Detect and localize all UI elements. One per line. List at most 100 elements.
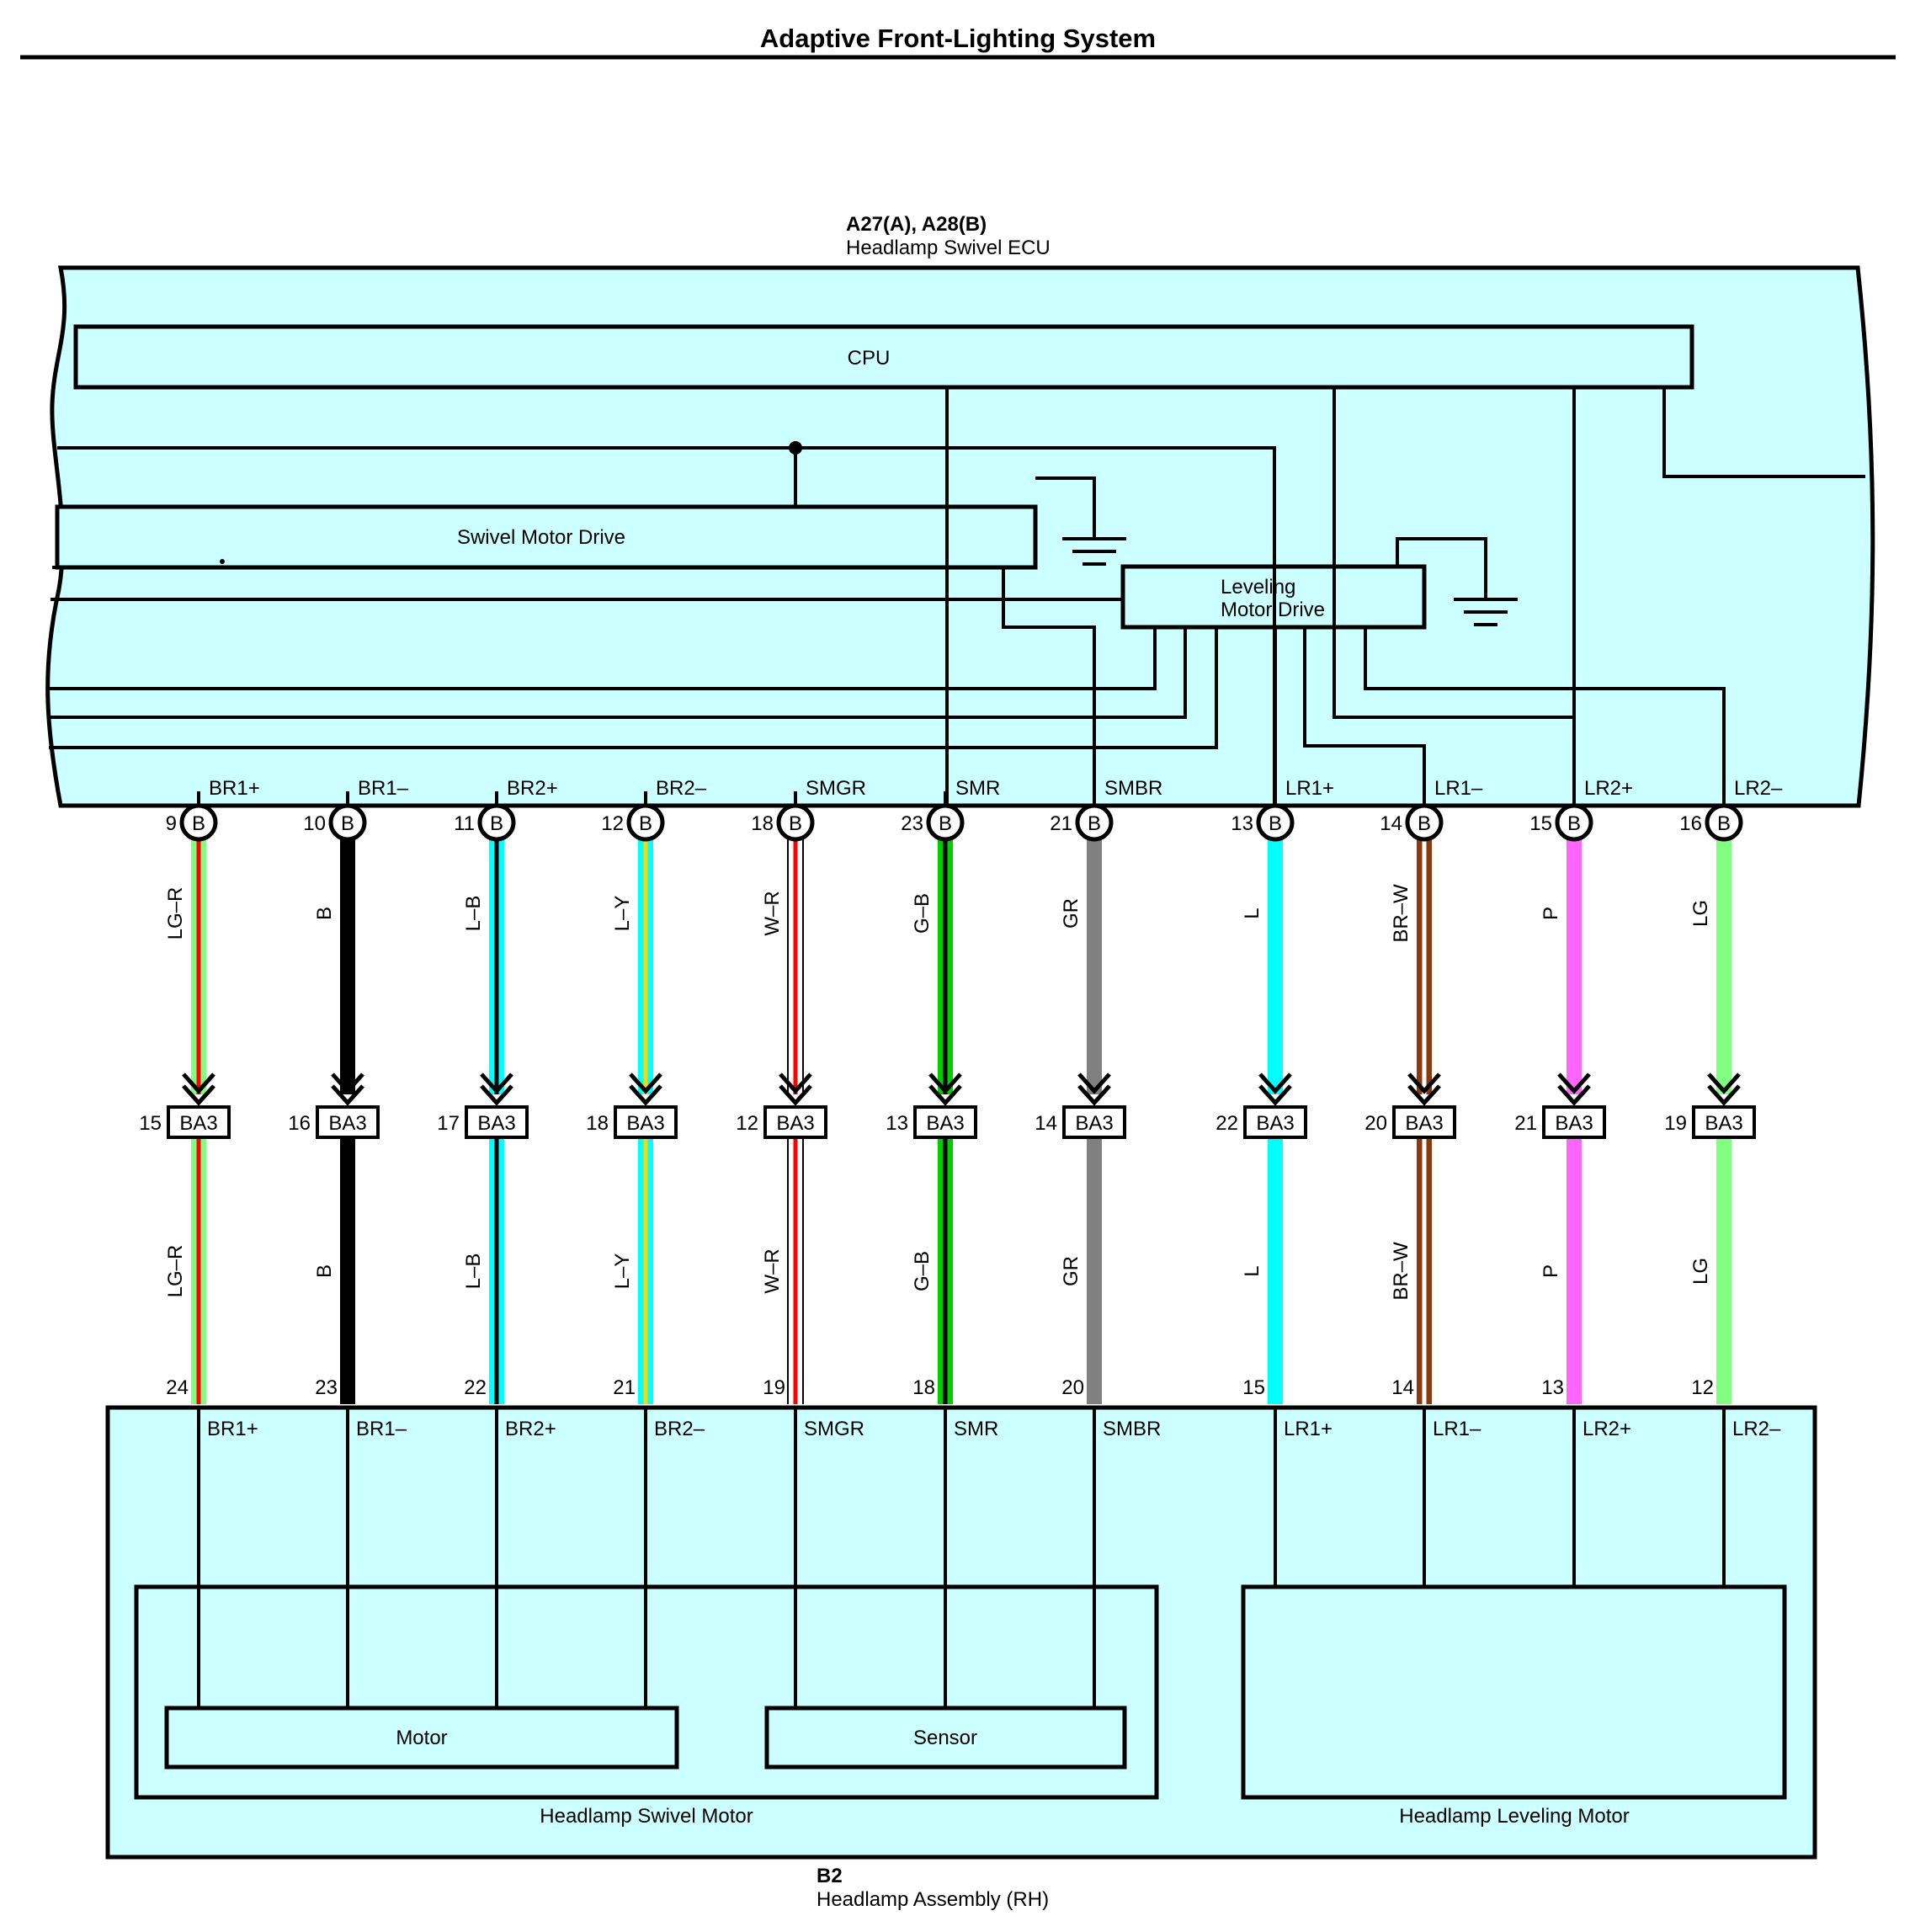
chevron-a-4 — [779, 1072, 812, 1094]
ecu-signal-3: BR2– — [656, 777, 707, 800]
ba3-label-2: BA3 — [477, 1112, 515, 1135]
ba3-pin-7: 22 — [1215, 1112, 1238, 1135]
chevron-a-2 — [480, 1072, 513, 1094]
ecu-terminal-letter-8: B — [1418, 812, 1431, 835]
chevron-a-1 — [331, 1072, 364, 1094]
chevron-b-3 — [629, 1084, 662, 1106]
chevron-a-8 — [1407, 1072, 1441, 1094]
ba3-pin-0: 15 — [139, 1112, 162, 1135]
wire-color-code-1-1: B — [313, 1264, 336, 1278]
ecu-signal-7: LR1+ — [1285, 777, 1334, 800]
chevron-a-3 — [629, 1072, 662, 1094]
wire-column-2 — [465, 791, 529, 1708]
ba3-label-0: BA3 — [179, 1112, 217, 1135]
ecu-terminal-10 — [1705, 803, 1743, 842]
ecu-terminal-7 — [1256, 803, 1295, 842]
chevron-b-1 — [331, 1084, 364, 1106]
chevron-b-0 — [182, 1084, 215, 1106]
wire-color-code-1-0: B — [313, 907, 336, 920]
wire-color-code-5-0: G–B — [911, 893, 934, 934]
ecu-pin-9: 15 — [1529, 812, 1552, 835]
b2-pin-1: 23 — [315, 1376, 338, 1399]
ecu-pin-0: 9 — [166, 812, 177, 835]
ba3-label-9: BA3 — [1555, 1112, 1593, 1135]
ecu-pin-8: 14 — [1380, 812, 1402, 835]
wire-color-code-6-0: GR — [1060, 898, 1083, 929]
junction-dot — [789, 441, 802, 455]
b2-pin-10: 12 — [1691, 1376, 1714, 1399]
assembly-name-label: Headlamp Assembly (RH) — [817, 1888, 1049, 1911]
chevron-b-5 — [928, 1084, 962, 1106]
ecu-signal-6: SMBR — [1104, 777, 1162, 800]
headlamp-swivel-motor-label: Headlamp Swivel Motor — [540, 1805, 753, 1828]
wire-color-code-7-1: L — [1241, 1265, 1263, 1276]
ecu-signal-5: SMR — [955, 777, 1000, 800]
ecu-terminal-0 — [179, 803, 218, 842]
wire-color-code-3-1: L–Y — [611, 1253, 634, 1290]
b2-pin-2: 22 — [464, 1376, 487, 1399]
chevron-a-10 — [1707, 1072, 1741, 1094]
wire-color-code-0-1: LG–R — [164, 1245, 187, 1298]
ba3-pin-10: 19 — [1664, 1112, 1687, 1135]
page-title: Adaptive Front-Lighting System — [760, 24, 1156, 53]
wire-layer: B9BR1+BA315LG–RLG–R24BR1+B10BR1–BA316BB2… — [139, 777, 1783, 1708]
ecu-name-label: Headlamp Swivel ECU — [846, 237, 1051, 259]
assembly-connector-label: B2 — [817, 1865, 843, 1887]
wire-column-7 — [1243, 791, 1307, 1587]
leveling-motor-drive-label-1: Leveling — [1221, 576, 1295, 599]
b2-signal-9: LR2+ — [1583, 1418, 1631, 1440]
ba3-box-7 — [1243, 1105, 1307, 1139]
ba3-box-8 — [1392, 1105, 1456, 1139]
wire-column-6 — [1062, 791, 1126, 1708]
b2-pin-0: 24 — [166, 1376, 189, 1399]
wire-column-8 — [1392, 791, 1456, 1587]
ecu-pin-5: 23 — [901, 812, 923, 835]
ba3-box-5 — [913, 1105, 977, 1139]
wire-column-4 — [763, 791, 827, 1708]
chevron-a-6 — [1077, 1072, 1111, 1094]
ba3-box-2 — [465, 1105, 529, 1139]
wire-column-1 — [316, 791, 380, 1708]
ecu-signal-9: LR2+ — [1584, 777, 1633, 800]
ba3-pin-2: 17 — [437, 1112, 460, 1135]
ecu-pin-4: 18 — [751, 812, 774, 835]
wire-color-code-4-0: W–R — [761, 891, 784, 935]
ecu-terminal-9 — [1555, 803, 1593, 842]
ecu-signal-8: LR1– — [1434, 777, 1483, 800]
junction-dot-small — [220, 559, 225, 564]
ecu-terminal-letter-2: B — [490, 812, 503, 835]
ecu-signal-1: BR1– — [358, 777, 409, 800]
b2-signal-0: BR1+ — [207, 1418, 258, 1440]
b2-pin-9: 13 — [1541, 1376, 1564, 1399]
ecu-terminal-letter-7: B — [1269, 812, 1282, 835]
wire-column-3 — [614, 791, 678, 1708]
ba3-label-4: BA3 — [776, 1112, 814, 1135]
b2-signal-2: BR2+ — [505, 1418, 556, 1440]
b2-pin-5: 18 — [912, 1376, 935, 1399]
wire-color-code-10-0: LG — [1689, 900, 1712, 927]
cpu-block — [73, 324, 1694, 390]
sensor-label: Sensor — [913, 1727, 977, 1749]
ba3-pin-6: 14 — [1035, 1112, 1057, 1135]
ba3-label-3: BA3 — [626, 1112, 664, 1135]
ecu-pin-1: 10 — [303, 812, 326, 835]
swivel-motor-drive-label: Swivel Motor Drive — [457, 526, 625, 549]
chevron-a-9 — [1557, 1072, 1591, 1094]
motor-block — [164, 1706, 679, 1770]
b2-signal-5: SMR — [954, 1418, 998, 1440]
ba3-label-6: BA3 — [1075, 1112, 1113, 1135]
b2-signal-7: LR1+ — [1284, 1418, 1333, 1440]
ba3-label-1: BA3 — [328, 1112, 366, 1135]
wire-color-code-9-1: P — [1540, 1264, 1562, 1278]
b2-pin-6: 20 — [1061, 1376, 1084, 1399]
wire-color-code-7-0: L — [1241, 907, 1263, 918]
b2-pin-7: 15 — [1242, 1376, 1265, 1399]
ba3-box-4 — [763, 1105, 827, 1139]
motor-label: Motor — [396, 1727, 447, 1749]
wire-column-0 — [167, 791, 231, 1708]
ba3-pin-9: 21 — [1514, 1112, 1537, 1135]
chevron-b-2 — [480, 1084, 513, 1106]
ecu-terminal-letter-0: B — [192, 812, 205, 835]
ecu-signal-0: BR1+ — [209, 777, 260, 800]
